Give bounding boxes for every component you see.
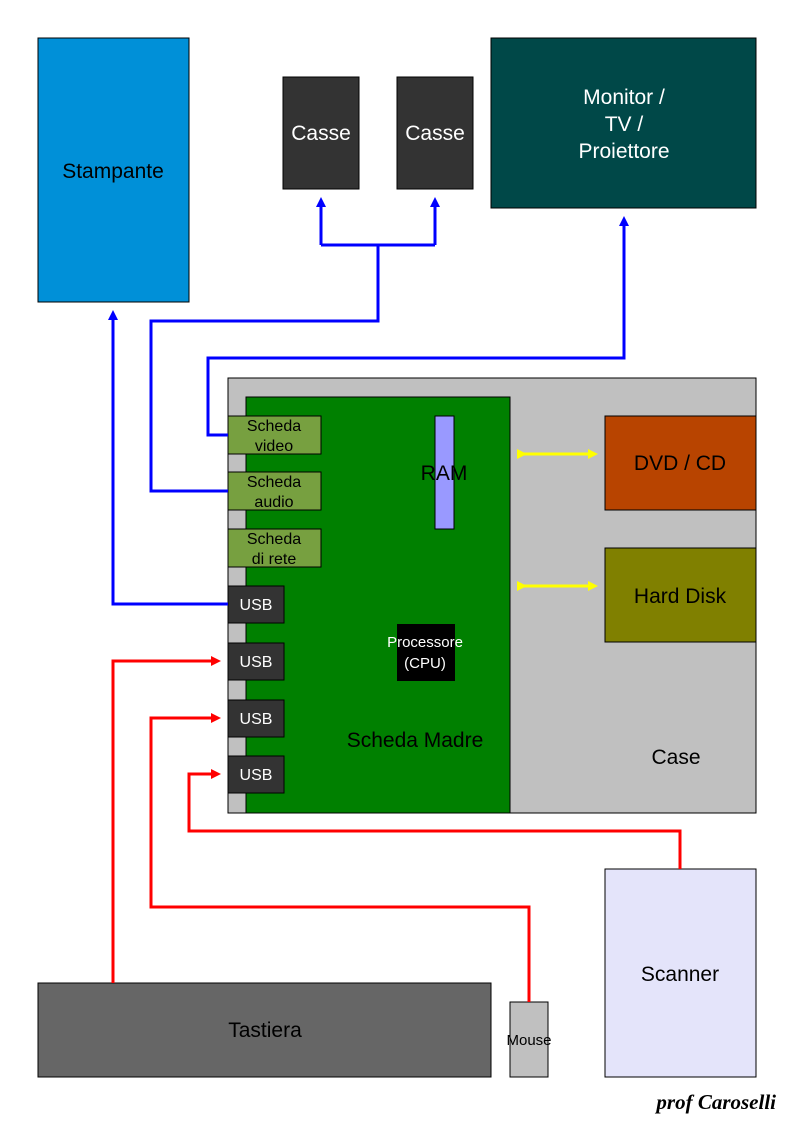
scheda-video-line-2: video (255, 438, 293, 455)
usb-port-4: USB (227, 755, 285, 794)
link-scanner-to-usb (187, 769, 682, 869)
scheda-rete-line-2: di rete (252, 551, 297, 568)
stampante-box: Stampante (37, 37, 190, 303)
scanner-box: Scanner (604, 868, 757, 1078)
mouse-label: Mouse (506, 1032, 551, 1049)
usb-port-3: USB (227, 699, 285, 738)
mouse-box: Mouse (506, 1001, 552, 1078)
stampante-label: Stampante (62, 160, 164, 183)
hard-disk: Hard Disk (604, 547, 757, 643)
usb-port-2-label: USB (240, 654, 273, 671)
casse-right-label: Casse (405, 122, 465, 145)
cpu-label-line-2: (CPU) (404, 655, 446, 672)
dvd-cd-drive: DVD / CD (604, 415, 757, 511)
monitor-label-line-3: Proiettore (578, 140, 669, 163)
casse-left-label: Casse (291, 122, 351, 145)
casse-left-box: Casse (282, 76, 360, 190)
monitor-label-line-2: TV / (605, 113, 644, 136)
monitor-box: Monitor / TV / Proiettore (490, 37, 757, 209)
cpu-chip: Processore (CPU) (387, 624, 463, 681)
link-mouse-to-usb (149, 713, 531, 1002)
link-tastiera-to-usb (111, 656, 221, 983)
usb-port-3-label: USB (240, 711, 273, 728)
usb-port-1-label: USB (240, 597, 273, 614)
link-usb-to-stampante (108, 310, 228, 606)
scheda-audio-line-1: Scheda (247, 474, 301, 491)
usb-port-2: USB (227, 642, 285, 681)
hard-disk-label: Hard Disk (634, 585, 727, 608)
scanner-label: Scanner (641, 963, 719, 986)
case-label: Case (651, 746, 700, 769)
link-audio-to-casse (149, 245, 380, 493)
scheda-rete-line-1: Scheda (247, 531, 301, 548)
scheda-video-line-1: Scheda (247, 418, 301, 435)
usb-port-1: USB (227, 585, 285, 624)
scheda-rete: Scheda di rete (227, 528, 322, 568)
ram-label: RAM (421, 462, 468, 485)
scheda-audio: Scheda audio (227, 471, 322, 511)
scheda-audio-line-2: audio (254, 494, 293, 511)
signature: prof Caroselli (654, 1090, 776, 1114)
casse-right-box: Casse (396, 76, 474, 190)
monitor-label-line-1: Monitor / (583, 86, 665, 109)
tastiera-box: Tastiera (37, 982, 492, 1078)
cpu-label-line-1: Processore (387, 634, 463, 651)
usb-port-4-label: USB (240, 767, 273, 784)
ram-module: RAM (421, 415, 468, 530)
motherboard-label: Scheda Madre (347, 729, 484, 752)
link-video-to-monitor (206, 216, 629, 437)
dvd-cd-label: DVD / CD (634, 452, 726, 475)
tastiera-label: Tastiera (228, 1019, 302, 1042)
scheda-video: Scheda video (227, 415, 322, 455)
motherboard-box: Scheda Madre (245, 396, 511, 814)
